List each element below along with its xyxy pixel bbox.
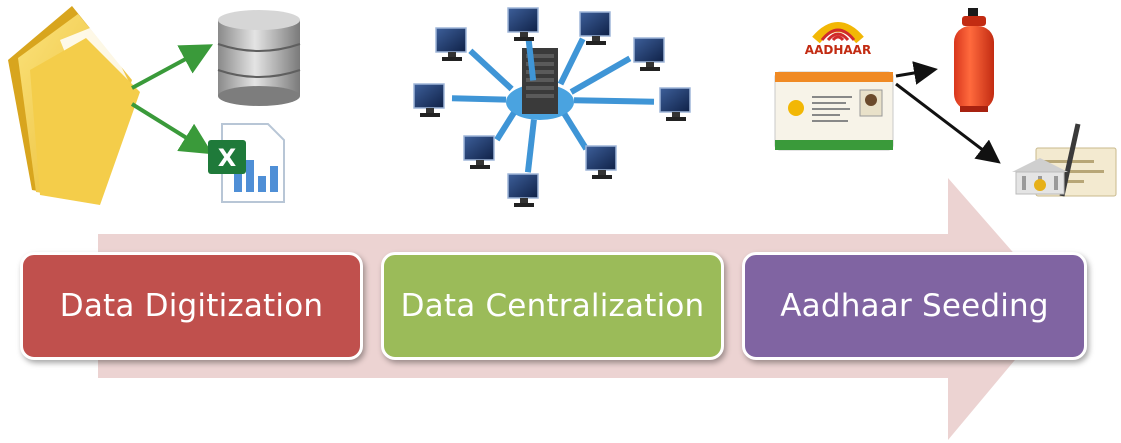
aadhaar-logo-text: AADHAAR [805, 43, 871, 57]
network-hub [413, 7, 691, 207]
folder-icon [8, 6, 140, 205]
step-label: Data Digitization [59, 288, 324, 324]
excel-file-icon: X [208, 123, 285, 203]
computer-monitor-icon [435, 27, 467, 61]
network-link-arrow [494, 111, 517, 142]
network-link-arrow [468, 48, 514, 92]
computer-monitor-icon [413, 83, 445, 117]
server-icon [522, 48, 558, 114]
computer-monitor-icon [585, 145, 617, 179]
computer-monitor-icon [507, 7, 539, 41]
step-label: Data Centralization [400, 288, 705, 324]
aadhaar-fingerprint-logo [812, 22, 864, 44]
network-link-arrow [557, 37, 586, 86]
bank-cheque-icon [1012, 123, 1117, 197]
computer-monitor-icon [579, 11, 611, 45]
step-aadhaar-seeding: Aadhaar Seeding [742, 252, 1087, 360]
computer-monitor-icon [659, 87, 691, 121]
step-label: Aadhaar Seeding [780, 288, 1049, 324]
network-link-arrow [573, 97, 655, 105]
network-link-arrow [525, 37, 537, 81]
computer-monitor-icon [507, 173, 539, 207]
computer-monitor-icon [633, 37, 665, 71]
network-link-arrow [524, 119, 537, 173]
network-link-arrow [569, 55, 632, 95]
lpg-cylinder-icon [954, 8, 994, 112]
network-link-arrow [561, 112, 589, 151]
database-icon [217, 10, 301, 106]
step-data-centralization: Data Centralization [381, 252, 724, 360]
computer-monitor-icon [463, 135, 495, 169]
step-data-digitization: Data Digitization [20, 252, 363, 360]
aadhaar-card-icon: AADHAAR [774, 22, 894, 151]
network-link-arrow [451, 95, 507, 103]
svg-text:X: X [218, 144, 237, 172]
illustrations: X AADHAAR [8, 6, 1117, 207]
